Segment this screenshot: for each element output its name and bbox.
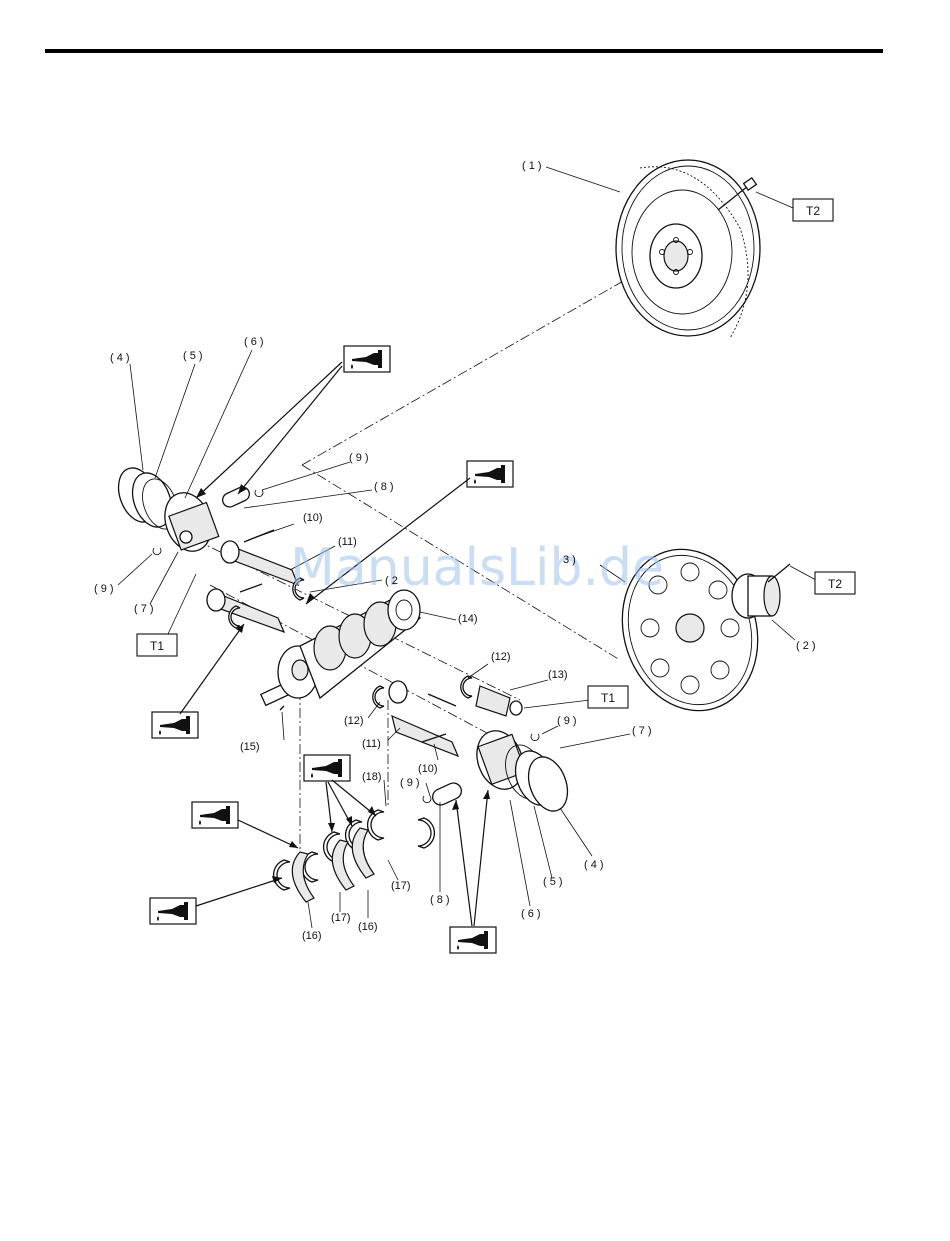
oil-can-icon bbox=[450, 927, 496, 953]
drive-plate-adapter bbox=[732, 564, 790, 618]
label-1: ( 1 ) bbox=[522, 160, 542, 172]
torque-box-t1-left: T1 bbox=[137, 634, 177, 656]
label-18: (18) bbox=[362, 771, 382, 783]
label-7-left: ( 7 ) bbox=[134, 603, 154, 615]
oil-can-icon bbox=[192, 802, 238, 828]
label-12-right: (12) bbox=[491, 651, 511, 663]
piston-pin-left bbox=[220, 485, 251, 510]
label-5-bottom: ( 5 ) bbox=[543, 876, 563, 888]
oil-can-icon bbox=[304, 755, 350, 781]
oil-can-icon bbox=[150, 898, 196, 924]
label-8-bottom: ( 8 ) bbox=[430, 894, 450, 906]
svg-text:T1: T1 bbox=[150, 639, 164, 653]
svg-text:T1: T1 bbox=[601, 691, 615, 705]
label-6-top: ( 6 ) bbox=[244, 336, 264, 348]
oil-can-icon bbox=[344, 346, 390, 372]
label-8-top: ( 8 ) bbox=[374, 481, 394, 493]
svg-text:T2: T2 bbox=[828, 577, 842, 591]
label-10-bottom: (10) bbox=[418, 763, 438, 775]
label-4-bottom: ( 4 ) bbox=[584, 859, 604, 871]
label-5-top: ( 5 ) bbox=[183, 350, 203, 362]
torque-box-t1-right: T1 bbox=[588, 686, 628, 708]
flywheel bbox=[616, 160, 760, 338]
header-rule bbox=[45, 49, 883, 53]
label-14: (14) bbox=[458, 613, 478, 625]
label-4-top: ( 4 ) bbox=[110, 352, 130, 364]
torque-box-t2-right: T2 bbox=[815, 572, 855, 594]
label-3: 3 ) bbox=[563, 554, 576, 566]
label-7-right: ( 7 ) bbox=[632, 725, 652, 737]
label-13: (13) bbox=[548, 669, 568, 681]
label-17-right: (17) bbox=[391, 880, 411, 892]
label-12-left: (12) bbox=[344, 715, 364, 727]
label-17-left: (17) bbox=[331, 912, 351, 924]
torque-box-t2-top: T2 bbox=[793, 199, 833, 221]
label-2-right: ( 2 ) bbox=[796, 640, 816, 652]
svg-text:T2: T2 bbox=[806, 204, 820, 218]
label-9-top: ( 9 ) bbox=[349, 452, 369, 464]
oil-can-icon bbox=[467, 461, 513, 487]
label-2-center: ( 2 bbox=[385, 575, 398, 587]
label-16-right: (16) bbox=[358, 921, 378, 933]
label-6-bottom: ( 6 ) bbox=[521, 908, 541, 920]
label-9-bottom: ( 9 ) bbox=[400, 777, 420, 789]
label-11-bottom: (11) bbox=[362, 738, 381, 750]
oil-can-icon bbox=[152, 712, 198, 738]
label-9-right: ( 9 ) bbox=[557, 715, 577, 727]
label-15: (15) bbox=[240, 741, 260, 753]
label-16-left: (16) bbox=[302, 930, 322, 942]
label-10-top: (10) bbox=[303, 512, 323, 524]
label-11-top: (11) bbox=[338, 536, 357, 548]
label-9-left: ( 9 ) bbox=[94, 583, 114, 595]
